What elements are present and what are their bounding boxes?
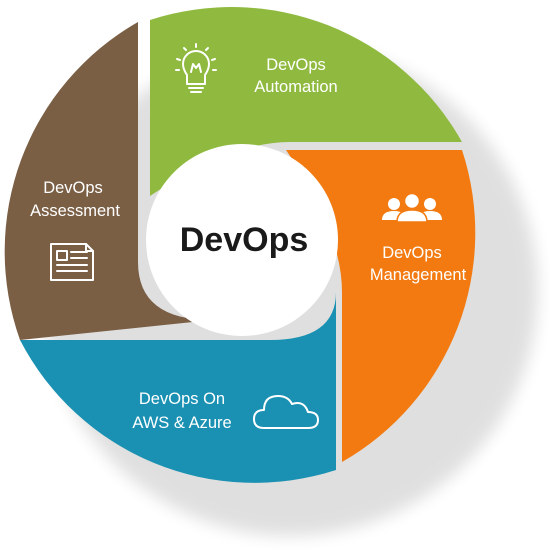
management-label-line2: Management (370, 266, 467, 284)
center-circle (146, 144, 338, 336)
cloud-icon (253, 395, 319, 429)
management-label-line1: DevOps (382, 244, 442, 262)
document-icon (50, 243, 94, 281)
team-icon (382, 192, 442, 223)
aws-azure-label-line2: AWS & Azure (132, 414, 231, 432)
assessment-label-line1: DevOps (43, 179, 103, 197)
center-title: DevOps (180, 221, 309, 259)
assessment-label-line2: Assessment (30, 202, 120, 220)
lightbulb-icon (175, 43, 217, 93)
automation-label-line1: DevOps (266, 56, 326, 74)
aws-azure-label-line1: DevOps On (139, 390, 225, 408)
segment-aws-azure (20, 292, 336, 483)
automation-label-line2: Automation (254, 78, 337, 96)
